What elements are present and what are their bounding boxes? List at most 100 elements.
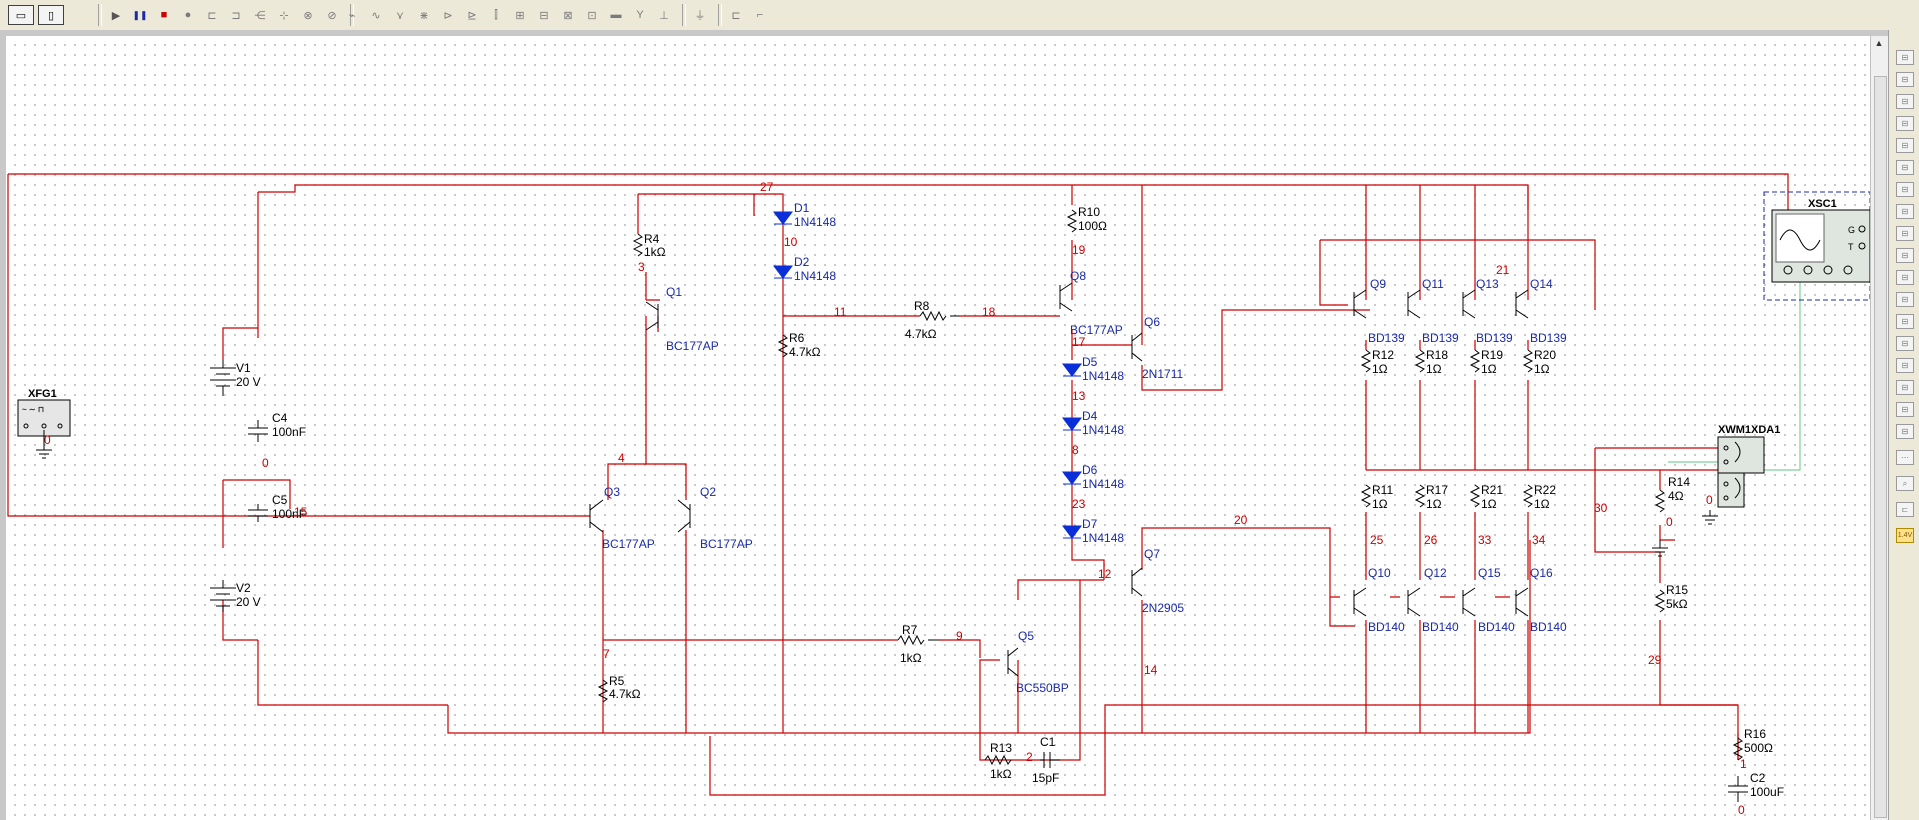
voltage-probe-button[interactable]: 1.4V [1896, 528, 1914, 543]
components-Q5-ref-label: Q5 [1018, 629, 1034, 643]
sidebar-distortion-icon[interactable]: ⊟ [1896, 292, 1914, 307]
function-gen-icon[interactable]: ∿ [371, 9, 381, 22]
c4-capacitor: C4 100nF [248, 411, 306, 442]
components-Q12-ref-label: Q12 [1424, 566, 1447, 580]
components-R11-ref-label: R11 [1372, 483, 1393, 497]
components-D5-value-label: 1N4148 [1082, 369, 1124, 383]
sidebar-logic-analyzer-icon[interactable]: ⊟ [1896, 226, 1914, 241]
components-R16-value-label: 500Ω [1744, 741, 1773, 755]
sidebar-spectrum-icon[interactable]: ⊟ [1896, 314, 1914, 329]
spectrum-icon[interactable]: Y [636, 9, 644, 21]
sidebar-iv-analyzer-icon[interactable]: ⊟ [1896, 270, 1914, 285]
vertical-scrollbar[interactable]: ▲ [1870, 36, 1889, 820]
scope-icon[interactable]: ⋇ [419, 9, 429, 22]
nets-n10-label: 10 [784, 235, 798, 249]
instruments-sidebar: ⊟ ⊟ ⊟ ⊟ ⊟ ⊟ ⊟ ⊟ ⊟ ⊟ ⊟ ⊟ ⊟ ⊟ ⊟ ⊟ ⊟ ⊟ ⋯ ⌕ … [1888, 30, 1919, 820]
iv-analyzer-icon[interactable]: ⊡ [587, 9, 597, 22]
components-V1-ref-label: V1 [236, 361, 251, 375]
sidebar-labview-icon[interactable]: ⋯ [1896, 450, 1914, 465]
distortion-icon[interactable]: ▬ [610, 9, 622, 21]
sidebar-function-gen-icon[interactable]: ⊟ [1896, 72, 1914, 87]
components-R4-ref-label: R4 [644, 232, 660, 246]
sidebar-tek-scope-icon[interactable]: ⊟ [1896, 424, 1914, 439]
sidebar-bode-plotter-icon[interactable]: ⊟ [1896, 160, 1914, 175]
current-probe-icon[interactable]: ⊏ [731, 9, 741, 22]
probe-4-icon[interactable]: ⊹ [279, 9, 289, 22]
nets-n21-label: 21 [1496, 263, 1510, 277]
stop-button[interactable]: ■ [160, 9, 168, 21]
function-generator[interactable]: ~ ∼ ⊓ XFG1 [17, 388, 71, 459]
scroll-up-icon[interactable]: ▲ [1874, 38, 1884, 48]
schematic-canvas[interactable]: ~ ∼ ⊓ XFG1 XSC1 G T XWM1XDA1 V1 20 V V2 … [6, 36, 1876, 820]
components-R7-ref-label: R7 [902, 623, 918, 637]
components-R17-value-label: 1Ω [1426, 497, 1442, 511]
probe-3-icon[interactable]: ⋲ [254, 9, 266, 22]
oscilloscope[interactable]: XSC1 G T [1763, 191, 1870, 301]
record-icon[interactable]: ● [184, 9, 192, 21]
components-Q2-value-label: BC177AP [700, 537, 753, 551]
sidebar-counter-icon[interactable]: ⊟ [1896, 182, 1914, 197]
components-Q15-ref-label: Q15 [1478, 566, 1501, 580]
sidebar-probe-icon[interactable]: ⌕ [1896, 476, 1914, 491]
components-Q16-ref-label: Q16 [1530, 566, 1553, 580]
components-D2-value-label: 1N4148 [794, 269, 836, 283]
scope-4ch-icon[interactable]: ⊳ [443, 9, 453, 22]
components-D1-value-label: 1N4148 [794, 215, 836, 229]
components-Q5-value-label: BC550BP [1016, 681, 1069, 695]
sidebar-network-icon[interactable]: ⊟ [1896, 336, 1914, 351]
ground-symbols [1652, 510, 1718, 557]
components-R5-value-label: 4.7kΩ [609, 687, 641, 701]
sidebar-wattmeter-icon[interactable]: ⊟ [1896, 94, 1914, 109]
components-Q11-value-label: BD139 [1422, 331, 1459, 345]
components-Q6-value-label: 2N1711 [1142, 367, 1183, 381]
components-C1-ref-label: C1 [1040, 735, 1056, 749]
voltage-probe-icon[interactable]: ⌐ [756, 9, 764, 21]
distortion-analyzer[interactable]: XWM1XDA1 [1717, 424, 1780, 508]
components-Q13-value-label: BD139 [1476, 331, 1513, 345]
components-Q6-ref-label: Q6 [1144, 315, 1160, 329]
nets-n11-label: 11 [834, 305, 847, 319]
run-button[interactable]: ▶ [111, 9, 121, 22]
bode-icon[interactable]: ⊵ [467, 9, 477, 22]
scroll-thumb[interactable] [1874, 76, 1887, 818]
schematic-drawing[interactable]: ~ ∼ ⊓ XFG1 XSC1 G T XWM1XDA1 V1 20 V V2 … [6, 36, 1870, 820]
sidebar-agilent-scope-icon[interactable]: ⊟ [1896, 402, 1914, 417]
components-Q3-ref-label: Q3 [604, 485, 620, 499]
network-analyzer-icon[interactable]: ⊥ [659, 9, 669, 22]
sidebar-current-probe-icon[interactable]: ⊏ [1896, 502, 1914, 517]
nets-n25-label: 25 [1370, 533, 1384, 547]
sidebar-logic-converter-icon[interactable]: ⊟ [1896, 248, 1914, 263]
probe-5-icon[interactable]: ⊗ [303, 9, 313, 22]
nets-n8-label: 8 [1072, 443, 1079, 457]
probe-6-icon[interactable]: ⊘ [327, 9, 337, 22]
probe-icon[interactable]: ⊏ [207, 9, 217, 22]
sidebar-4ch-scope-icon[interactable]: ⊟ [1896, 138, 1914, 153]
v2-battery: V2 20 V [210, 580, 261, 612]
components-D4-ref-label: D4 [1082, 409, 1098, 423]
components-Q10-ref-label: Q10 [1368, 566, 1391, 580]
probe-2-icon[interactable]: ⊐ [231, 9, 241, 22]
view-mode-group: ▭ ▯ [8, 2, 68, 28]
components-R15-ref-label: R15 [1666, 583, 1688, 597]
components-R6-value-label: 4.7kΩ [789, 345, 821, 359]
nets-n4-label: 4 [618, 451, 625, 465]
sidebar-oscilloscope-icon[interactable]: ⊟ [1896, 116, 1914, 131]
logic-analyzer-icon[interactable]: ⊟ [539, 9, 549, 22]
counter-icon[interactable]: ⫿ [494, 8, 498, 21]
sidebar-multimeter-icon[interactable]: ⊟ [1896, 50, 1914, 65]
word-gen-icon[interactable]: ⊞ [515, 9, 525, 22]
multimeter-icon[interactable]: ⌁ [348, 9, 356, 22]
view-mode-2-button[interactable]: ▯ [38, 5, 64, 25]
view-mode-1-button[interactable]: ▭ [8, 5, 34, 25]
components-Q10-value-label: BD140 [1368, 620, 1405, 634]
nets-n12-label: 12 [1098, 567, 1112, 581]
components-R21-ref-label: R21 [1481, 483, 1503, 497]
pause-button[interactable]: ❚❚ [132, 9, 148, 20]
sidebar-word-gen-icon[interactable]: ⊟ [1896, 204, 1914, 219]
components-R5-ref-label: R5 [609, 674, 625, 688]
sidebar-agilent-mm-icon[interactable]: ⊟ [1896, 380, 1914, 395]
sidebar-agilent-fg-icon[interactable]: ⊟ [1896, 358, 1914, 373]
probe-tool-icon[interactable]: ⏚ [694, 10, 706, 22]
logic-converter-icon[interactable]: ⊠ [563, 9, 573, 22]
wattmeter-icon[interactable]: ⋎ [395, 9, 405, 22]
